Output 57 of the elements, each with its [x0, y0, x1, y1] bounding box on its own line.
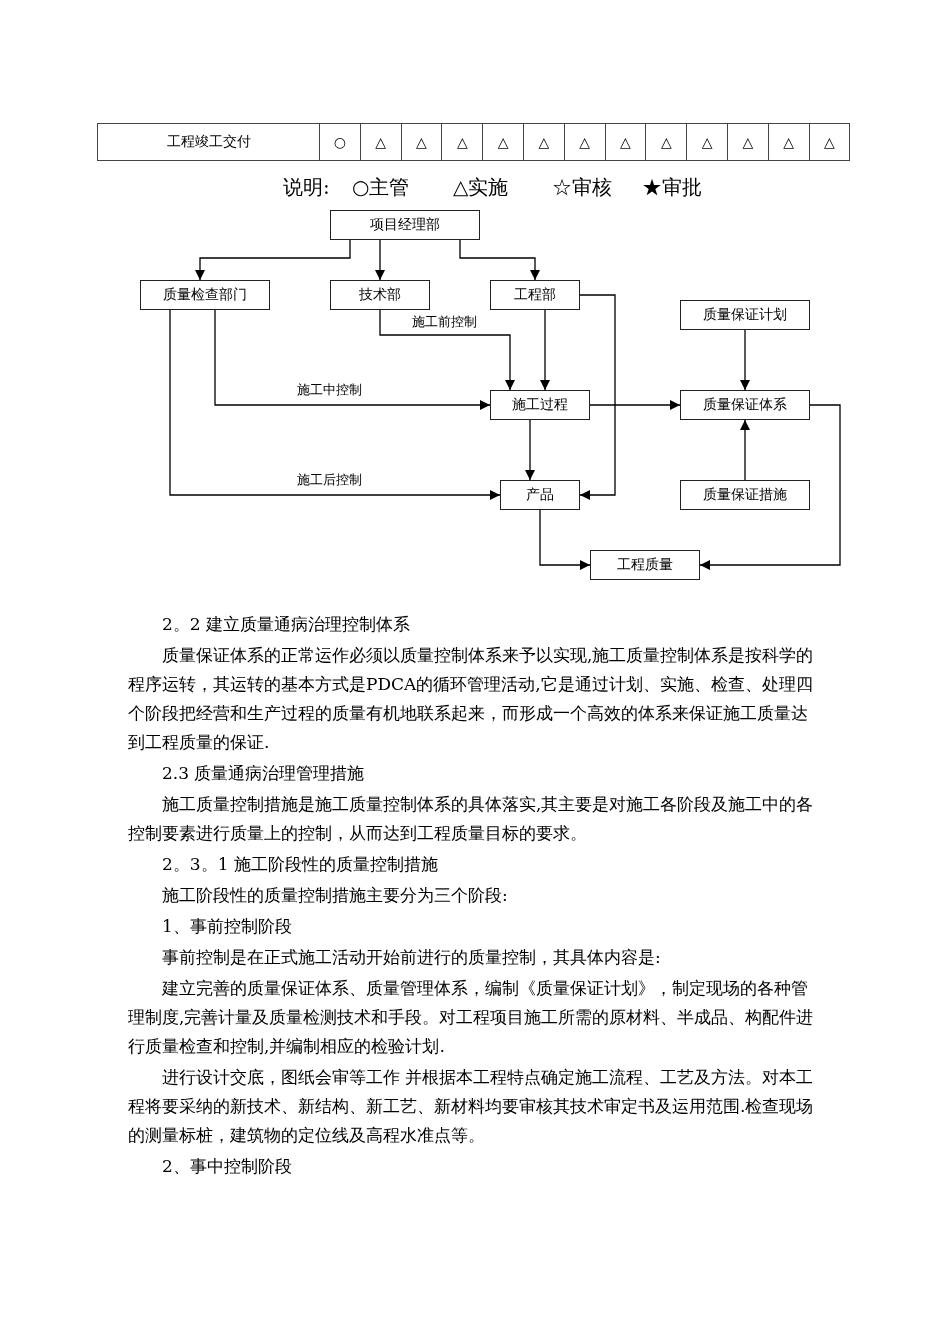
- legend-title: 说明:: [283, 174, 330, 201]
- paragraph: 建立完善的质量保证体系、质量管理体系，编制《质量保证计划》，制定现场的各种管理制度,完善计量及质量检测技术和手段。对工程项目施工所需的原材料、半成品、构配件进行质量检查和控制,并编制相应的检验计划.: [128, 977, 815, 1058]
- table-cell-text: 工程竣工交付: [97, 123, 320, 161]
- process-box: 质量检查部门: [140, 280, 270, 310]
- section-heading: 2、事中控制阶段: [161, 1155, 293, 1178]
- process-box: 工程质量: [590, 550, 700, 580]
- arrow: [524, 419, 536, 481]
- table-symbol: △: [359, 123, 402, 161]
- process-box: 施工过程: [490, 390, 590, 420]
- table-symbol: △: [808, 123, 851, 161]
- process-box: 质量保证措施: [680, 480, 810, 510]
- arrow: [539, 509, 591, 571]
- table-symbol: △: [767, 123, 810, 161]
- arrow: [214, 309, 491, 411]
- section-heading: 1、事前控制阶段: [161, 915, 293, 938]
- arrow: [589, 399, 681, 411]
- arrow: [739, 419, 751, 481]
- paragraph: 事前控制是在正式施工活动开始前进行的质量控制，其具体内容是:: [161, 946, 662, 969]
- process-box: 质量保证体系: [680, 390, 810, 420]
- table-symbol: △: [645, 123, 688, 161]
- table-symbol: △: [523, 123, 565, 161]
- table-symbol: △: [400, 123, 443, 161]
- paragraph: 施工质量控制措施是施工质量控制体系的具体落实,其主要是对施工各阶段及施工中的各控制要素进行质量上的控制，从而达到工程质量目标的要求。: [128, 793, 815, 845]
- arrow: [169, 309, 501, 501]
- table-symbol: ○: [319, 123, 361, 161]
- process-box: 产品: [500, 480, 580, 510]
- table-symbol: △: [563, 123, 606, 161]
- legend-item: △实施: [453, 174, 509, 201]
- arrow: [539, 309, 551, 391]
- table-symbol: △: [482, 123, 524, 161]
- arrow: [739, 329, 751, 391]
- section-heading: 2。3。1 施工阶段性的质量控制措施: [161, 853, 439, 876]
- arrow: [374, 239, 386, 281]
- process-box: 质量保证计划: [680, 300, 810, 330]
- edge-label: 施工中控制: [295, 381, 364, 399]
- paragraph: 施工阶段性的质量控制措施主要分为三个阶段:: [161, 884, 509, 907]
- arrow: [579, 294, 616, 501]
- table-symbol: △: [686, 123, 728, 161]
- process-box: 技术部: [330, 280, 430, 310]
- process-box: 工程部: [490, 280, 580, 310]
- edge-label: 施工后控制: [295, 471, 364, 489]
- process-box: 项目经理部: [330, 210, 480, 240]
- section-heading: 2.3 质量通病治理管理措施: [161, 762, 366, 785]
- arrow: [379, 309, 516, 391]
- arrow: [699, 404, 841, 571]
- arrow: [459, 239, 541, 281]
- section-heading: 2。2 建立质量通病治理控制体系: [161, 613, 412, 636]
- table-symbol: △: [604, 123, 647, 161]
- table-symbol: △: [441, 123, 484, 161]
- arrow: [194, 239, 351, 281]
- paragraph: 进行设计交底，图纸会审等工作 并根据本工程特点确定施工流程、工艺及方法。对本工程将要采纳的新技术、新结构、新工艺、新材料均要审核其技术审定书及运用范围.检查现场的测量标桩，建筑物的定位线及高程水准点等。: [128, 1066, 815, 1147]
- legend-item: ★审批: [642, 174, 702, 201]
- edge-label: 施工前控制: [410, 313, 479, 331]
- legend-item: ☆审核: [552, 174, 612, 201]
- legend-item: ○主管: [352, 174, 410, 201]
- table-symbol: △: [727, 123, 769, 161]
- paragraph: 质量保证体系的正常运作必须以质量控制体系来予以实现,施工质量控制体系是按科学的程序运转，其运转的基本方式是PDCA的循环管理活动,它是通过计划、实施、检查、处理四个阶段把经营和生产过程的质量有机地联系起来，而形成一个高效的体系来保证施工质量达到工程质量的保证.: [128, 644, 815, 754]
